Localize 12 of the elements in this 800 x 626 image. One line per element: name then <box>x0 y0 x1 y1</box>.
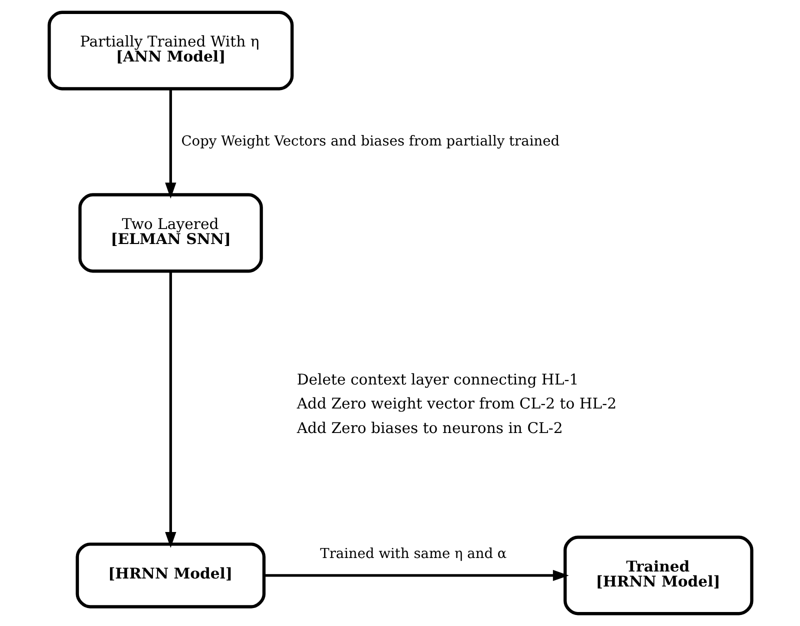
node-box: Partially Trained With η [ANN Model] <box>47 10 294 90</box>
edge-label: Copy Weight Vectors and biases from partially trained <box>180 133 560 150</box>
label: Add Zero weight vector from CL-2 to HL-2 <box>296 396 616 413</box>
edge-label: Trained with same η and α <box>320 546 506 562</box>
arrow <box>164 271 176 548</box>
label: Delete context layer connecting HL-1 <box>296 371 578 388</box>
arrow <box>264 570 568 582</box>
node-box: [HRNN Model] <box>75 542 266 608</box>
label: Add Zero biases to neurons in CL-2 <box>296 420 562 438</box>
node-box: Trained [HRNN Model] <box>563 536 753 616</box>
node-box: Two Layered [ELMAN SNN] <box>78 193 262 273</box>
arrow <box>164 88 176 199</box>
